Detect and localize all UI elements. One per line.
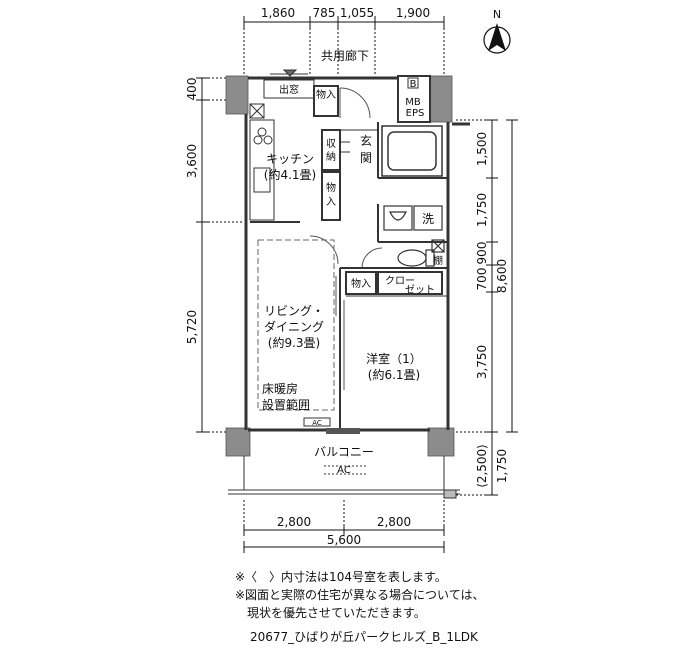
closet-label: クロー xyxy=(385,275,415,287)
living-size: (約9.3畳) xyxy=(268,335,320,350)
balcony xyxy=(228,456,460,499)
eps-shaft xyxy=(397,75,431,123)
wash-label: 洗 xyxy=(422,212,434,226)
svg-text:入: 入 xyxy=(326,197,336,208)
north-arrow-icon: N xyxy=(483,8,511,54)
storage-entry-label: 物入 xyxy=(316,88,336,101)
kitchen-size: (約4.1畳) xyxy=(264,167,316,182)
kitchen-label: キッチン xyxy=(266,152,314,166)
washbasin xyxy=(383,205,443,231)
note-line-2: ※図面と実際の住宅が異なる場合については、 xyxy=(235,588,485,602)
right-dim-5: 3,750 xyxy=(475,345,489,379)
svg-text:N: N xyxy=(493,8,501,21)
right-dim-3: 900 xyxy=(475,242,489,265)
svg-text:関: 関 xyxy=(360,151,372,165)
top-dim-2: 785 xyxy=(313,6,336,20)
top-dim-4: 1,900 xyxy=(396,6,430,20)
svg-text:MB: MB xyxy=(405,97,421,108)
bottom-dimensions xyxy=(243,500,445,553)
shuuno-label: 収 xyxy=(326,138,336,150)
left-dim-2: 3,600 xyxy=(185,144,199,178)
western-room-size: (約6.1畳) xyxy=(368,367,420,382)
left-dim-1: 400 xyxy=(185,78,199,101)
bathtub xyxy=(381,125,443,177)
right-dim-2: 1,750 xyxy=(475,193,489,227)
svg-text:B: B xyxy=(410,79,417,90)
bottom-dim-1: 2,800 xyxy=(277,515,311,529)
top-dimensions xyxy=(243,16,445,76)
storage-mid-label: 物入 xyxy=(351,277,371,290)
right-dimensions xyxy=(456,119,518,496)
floor-heating-area xyxy=(257,239,335,411)
kitchen-counter xyxy=(249,103,300,223)
plan-code: 20677_ひばりが丘パークヒルズ_B_1LDK xyxy=(250,630,478,644)
top-dim-1: 1,860 xyxy=(261,6,295,20)
left-dimensions xyxy=(196,77,244,433)
dining-label: ダイニング xyxy=(264,319,324,334)
top-dim-3: 1,055 xyxy=(340,6,374,20)
columns xyxy=(225,75,455,457)
floor-heat-range: 設置範囲 xyxy=(262,397,310,412)
balcony-ac-label: AC xyxy=(337,465,351,476)
room-ac-label: AC xyxy=(312,419,322,427)
corridor-label: 共用廊下 xyxy=(321,48,369,63)
note-line-3: 現状を優先させていただきます。 xyxy=(235,606,426,620)
entrance-label: 玄 xyxy=(360,133,372,148)
balcony-label: バルコニー xyxy=(314,445,374,459)
living-label: リビング・ xyxy=(264,304,324,318)
svg-text:EPS: EPS xyxy=(406,108,425,119)
svg-text:ゼット: ゼット xyxy=(405,284,435,296)
storage-kitchen-label: 物 xyxy=(326,181,336,194)
right-dim-balcony-alt: ⟨2,500⟩ xyxy=(475,444,489,488)
left-dim-3: 5,720 xyxy=(185,310,199,344)
floor-heat-label: 床暖房 xyxy=(262,381,298,396)
right-dim-4: 700 xyxy=(475,268,489,291)
note-line-1: ※〈 〉内寸法は104号室を表します。 xyxy=(235,570,447,584)
exterior-walls xyxy=(244,76,450,432)
bottom-dim-total: 5,600 xyxy=(327,533,361,547)
right-dim-total: 8,600 xyxy=(495,259,509,293)
western-room-label: 洋室（1） xyxy=(366,351,422,366)
bottom-dim-2: 2,800 xyxy=(377,515,411,529)
bay-window-label: 出窓 xyxy=(279,83,299,96)
right-dim-1: 1,500 xyxy=(475,132,489,166)
shelf-label: 棚 xyxy=(433,254,443,267)
right-dim-balcony: 1,750 xyxy=(495,449,509,483)
svg-text:納: 納 xyxy=(326,150,336,163)
